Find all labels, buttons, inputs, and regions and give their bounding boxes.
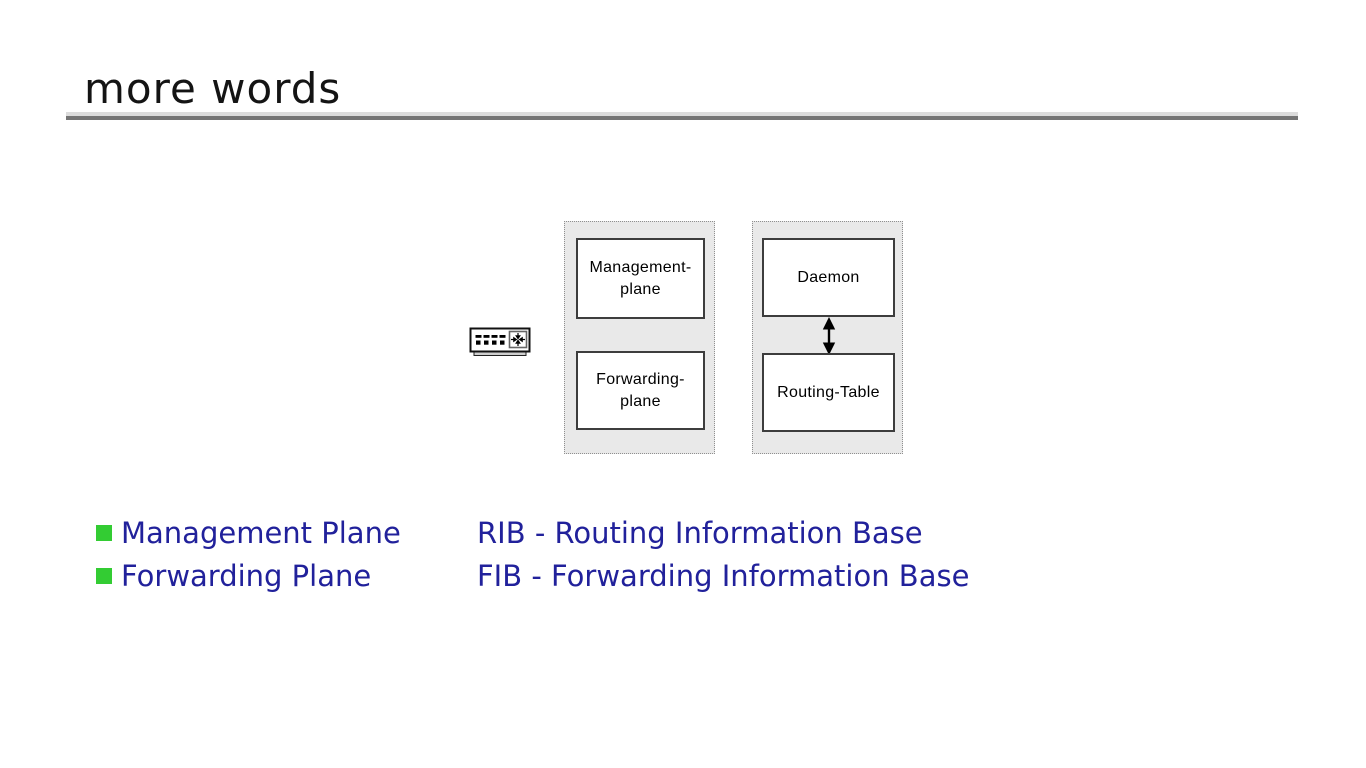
daemon-stack-group: Daemon Routing-Table [752,221,903,454]
forwarding-plane-label-line2: plane [620,392,661,410]
title-underline-shadow [66,116,1298,120]
management-plane-label-line1: Management- [589,258,692,276]
routing-table-label: Routing-Table [777,383,880,401]
crossing-arrows-icon [508,330,528,349]
double-arrow-icon [822,317,836,355]
daemon-label: Daemon [797,268,860,286]
bullet-square [96,568,112,584]
management-plane-box: Management- plane [576,238,705,319]
bullet-label-forwarding-plane: Forwarding Plane [121,559,372,593]
forwarding-plane-label-line1: Forwarding- [596,370,685,388]
daemon-box: Daemon [762,238,895,317]
network-device-icon [469,327,531,356]
routing-table-box: Routing-Table [762,353,895,432]
title-underline-highlight [66,112,1298,116]
bullet-square [96,525,112,541]
page-title: more words [84,64,342,113]
definition-rib: RIB - Routing Information Base [477,516,923,550]
management-plane-label-line2: plane [620,280,661,298]
device-ports [475,335,506,345]
title-underline [66,112,1298,120]
bullet-label-management-plane: Management Plane [121,516,401,550]
forwarding-plane-box: Forwarding- plane [576,351,705,430]
definition-fib: FIB - Forwarding Information Base [477,559,970,593]
plane-stack-group: Management- plane Forwarding- plane [564,221,715,454]
